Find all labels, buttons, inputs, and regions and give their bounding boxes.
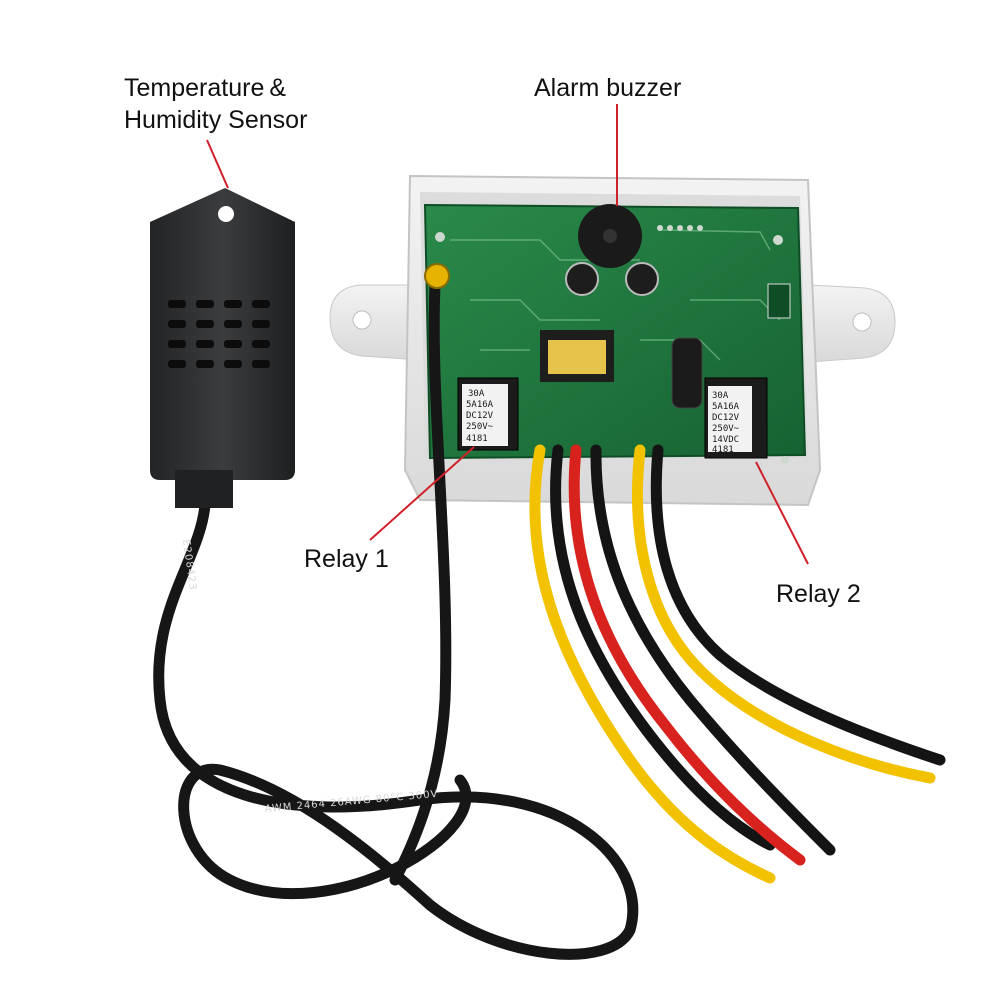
output-wires xyxy=(529,444,946,884)
transformer xyxy=(540,330,614,382)
callout-line-relay1 xyxy=(369,446,475,541)
sensor-cable xyxy=(153,279,639,960)
svg-text:4181: 4181 xyxy=(466,434,488,444)
svg-text:DC12V: DC12V xyxy=(466,411,494,421)
relay-1-plate: 30A 5A16A DC12V 250V~ 4181 xyxy=(462,384,508,446)
svg-text:250V~: 250V~ xyxy=(712,424,740,434)
svg-text:14VDC: 14VDC xyxy=(712,435,739,445)
mounting-hole-right xyxy=(852,312,872,332)
mounting-hole-left xyxy=(352,310,372,330)
callout-line-relay2 xyxy=(755,461,809,565)
callout-lines xyxy=(206,104,809,565)
buzzer-label: Alarm buzzer xyxy=(534,74,682,102)
wire-red xyxy=(568,444,806,866)
capacitors xyxy=(565,262,703,409)
sensor-label-line2: Humidity Sensor xyxy=(124,106,308,134)
svg-text:5A16A: 5A16A xyxy=(712,402,740,412)
wire-black-1 xyxy=(550,444,776,851)
wire-yellow-2 xyxy=(632,444,936,784)
wire-black-3 xyxy=(650,444,946,766)
svg-text:DC12V: DC12V xyxy=(712,413,740,423)
sensor-wire-entry xyxy=(424,263,450,289)
relay-2: 30A 5A16A DC12V 250V~ 14VDC 4181 xyxy=(704,377,768,459)
relay-1-label: Relay 1 xyxy=(304,545,389,573)
sensor-label: Temperature & Humidity Sensor xyxy=(124,72,307,136)
svg-text:5A16A: 5A16A xyxy=(466,400,494,410)
sensor-label-line1: Temperature & xyxy=(124,74,287,102)
wire-yellow-1 xyxy=(529,444,776,884)
wire-black-2 xyxy=(590,444,836,856)
mounting-ear-right xyxy=(809,284,896,363)
temperature-humidity-sensor xyxy=(150,188,295,508)
callout-line-sensor xyxy=(206,139,229,189)
sensor-vents xyxy=(168,300,270,368)
svg-text:250V~: 250V~ xyxy=(466,422,494,432)
svg-text:30A: 30A xyxy=(468,389,485,399)
alarm-buzzer xyxy=(578,204,642,268)
relay-2-label: Relay 2 xyxy=(776,580,861,608)
svg-text:30A: 30A xyxy=(712,391,729,401)
svg-text:4181: 4181 xyxy=(712,445,734,455)
mounting-ear-left xyxy=(329,284,421,361)
